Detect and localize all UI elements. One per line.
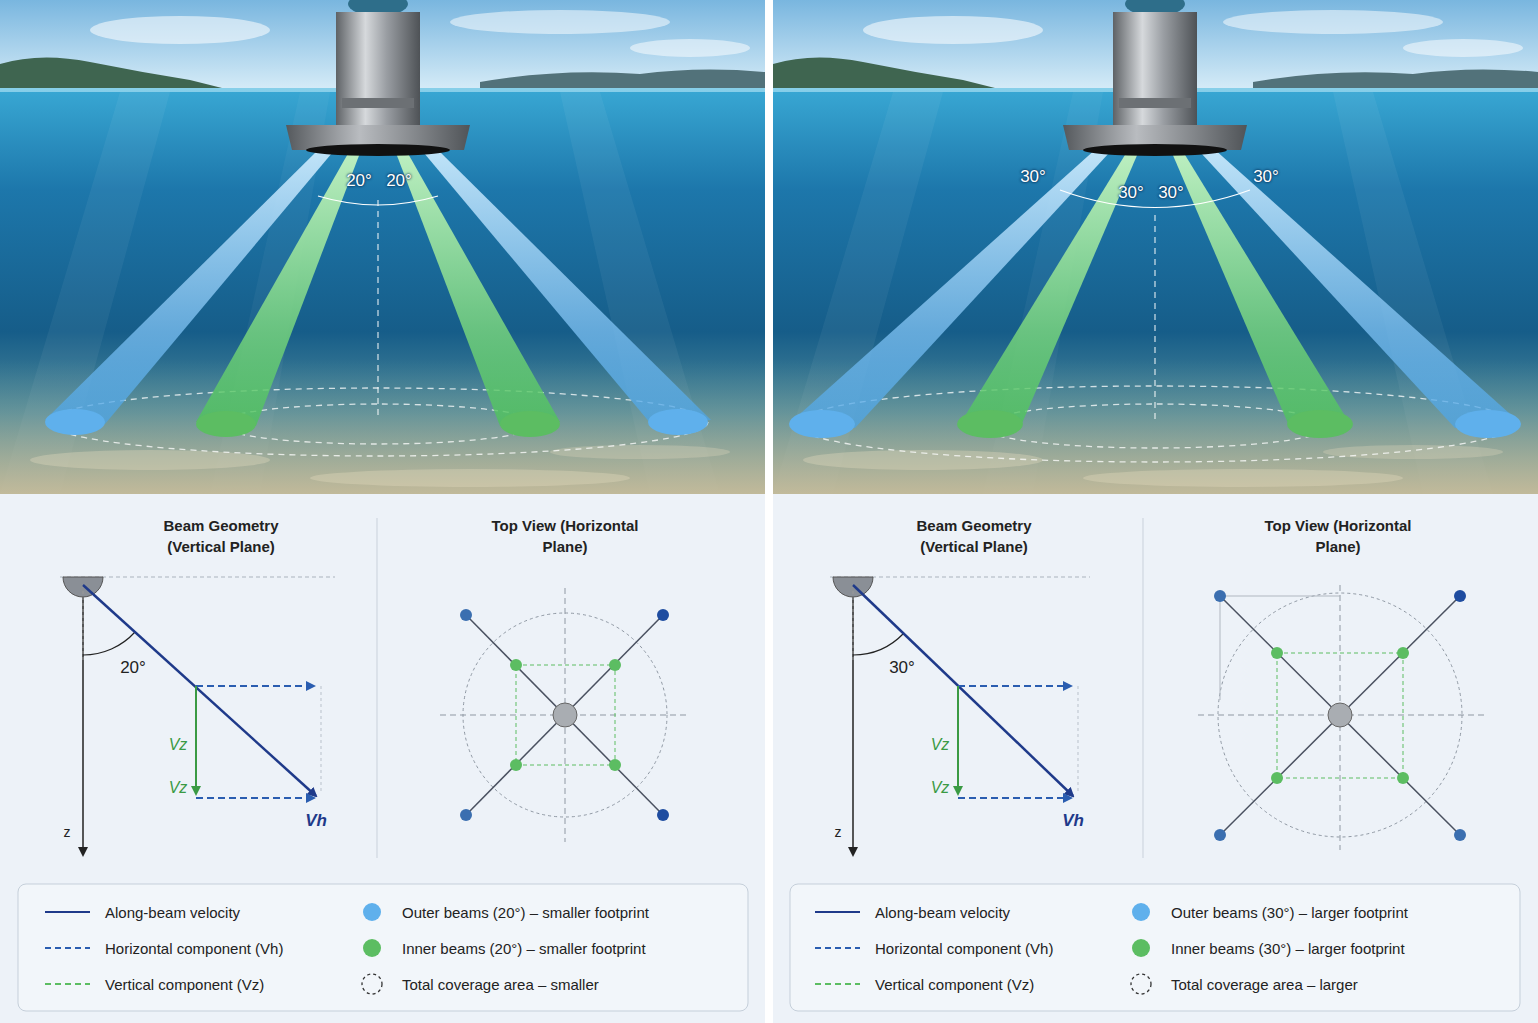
info-panel [773,494,1538,1023]
vector-diagram [830,577,1090,855]
angle-arc [1060,190,1250,208]
axis-label: z [835,824,842,840]
legend-text: Total coverage area – larger [1171,976,1358,993]
legend-text: Horizontal component (Vh) [875,940,1053,957]
vector-diagram [60,577,335,855]
angle-label: 30° [1020,167,1046,187]
legend-swatch [363,939,381,957]
angle-label: 30° [1158,183,1184,203]
beams [789,148,1521,438]
vector-label: Vz [931,736,950,754]
panel-heading: Beam Geometry (Vertical Plane) [146,515,296,557]
legend-text: Vertical component (Vz) [875,976,1034,993]
axis-label: z [64,824,71,840]
vector-label: Vz [931,779,950,797]
legend-text: Inner beams (20°) – smaller footprint [402,940,646,957]
angle-label: 20° [120,658,146,678]
vector-label: Vz [169,736,188,754]
legend-swatch [1132,939,1150,957]
panel-heading: Top View (Horizontal Plane) [1263,515,1413,557]
angle-label: 30° [1253,167,1279,187]
angle-label: 20° [386,171,412,191]
top-view [1198,585,1485,850]
legend-text: Total coverage area – smaller [402,976,599,993]
angle-label: 30° [1118,183,1144,203]
vector-label: Vz [169,779,188,797]
legend-text: Along-beam velocity [875,904,1010,921]
angle-label: 20° [346,171,372,191]
legend-text: Vertical component (Vz) [105,976,264,993]
angle-arc [318,196,438,205]
legend-swatch [1132,903,1150,921]
divider [377,518,378,858]
panel-heading: Beam Geometry (Vertical Plane) [899,515,1049,557]
legend-text: Inner beams (30°) – larger footprint [1171,940,1405,957]
panel-heading: Top View (Horizontal Plane) [490,515,640,557]
legend-text: Outer beams (20°) – smaller footprint [402,904,649,921]
legend-text: Outer beams (30°) – larger footprint [1171,904,1408,921]
panel-separator [765,0,773,1023]
info-panel [0,494,765,1023]
legend-text: Along-beam velocity [105,904,240,921]
vector-label: Vh [305,811,327,831]
divider [1143,518,1144,858]
legend-text: Horizontal component (Vh) [105,940,283,957]
legend-box [18,884,1520,1011]
vector-label: Vh [1062,811,1084,831]
top-view [440,588,690,842]
legend-swatch [363,903,381,921]
beams [45,148,711,437]
angle-label: 30° [889,658,915,678]
